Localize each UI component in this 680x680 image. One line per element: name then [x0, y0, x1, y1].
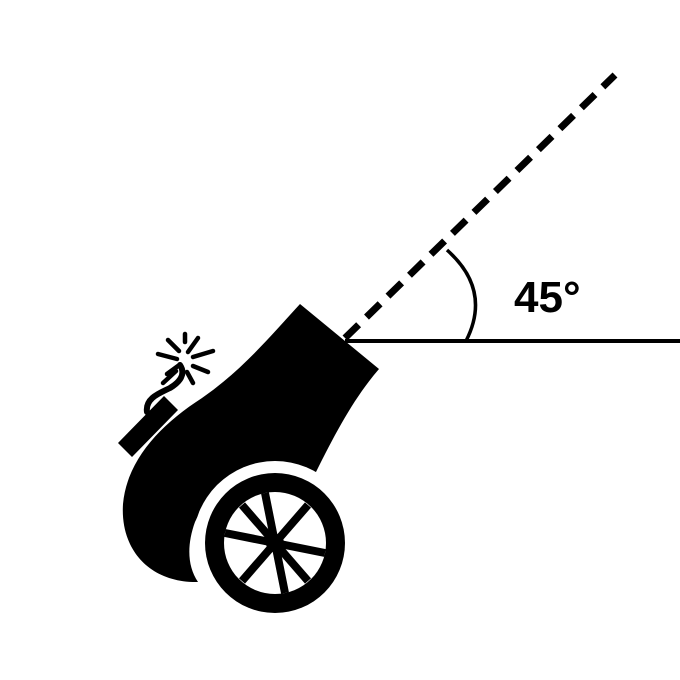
trajectory-dashed-line — [342, 72, 618, 341]
angle-label: 45° — [514, 273, 581, 322]
spark-icon — [155, 331, 216, 386]
cannon-barrel — [122, 304, 380, 583]
angle-arc — [445, 248, 478, 342]
fuse-icon — [118, 396, 178, 457]
wheel-hub — [266, 534, 284, 552]
wheel-icon — [193, 461, 357, 625]
fuse-string — [143, 362, 186, 415]
cannon-icon — [118, 304, 380, 625]
